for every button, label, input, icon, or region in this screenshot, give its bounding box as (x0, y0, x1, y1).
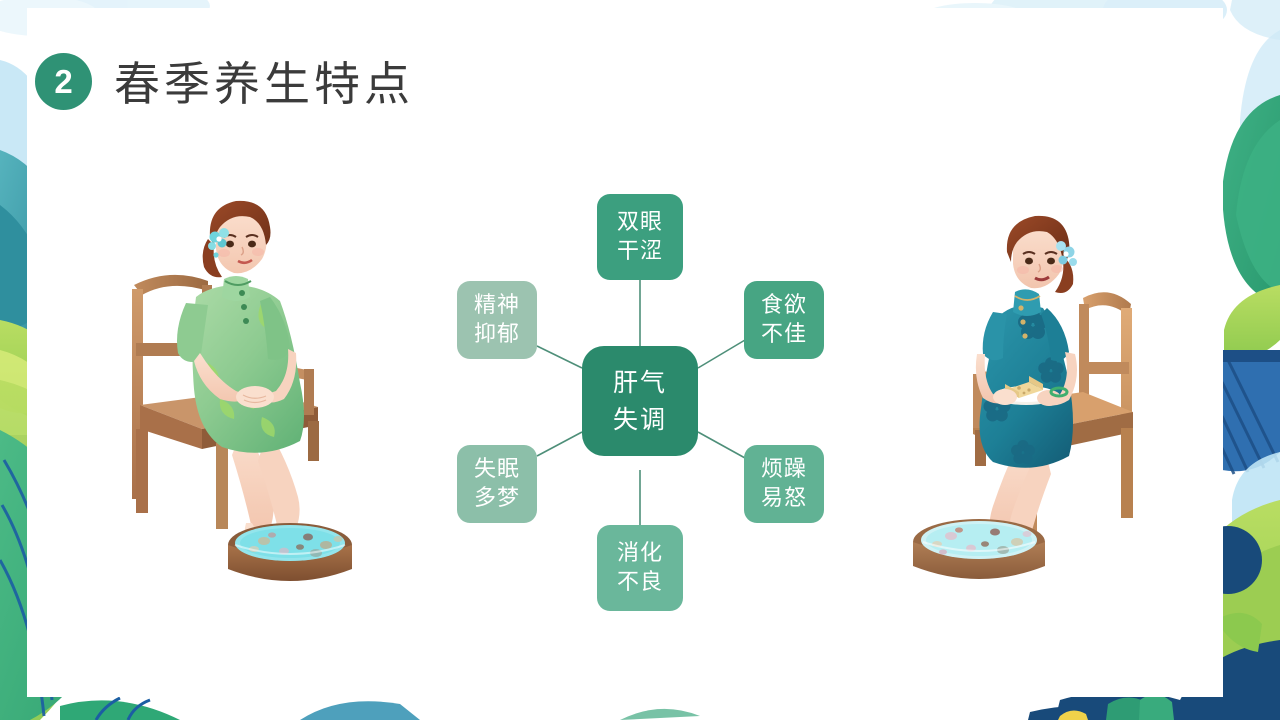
dry-eyes-line-1: 双眼 (616, 209, 663, 235)
depression-line-2: 抑郁 (473, 322, 520, 347)
section-number-badge: 2 (35, 52, 92, 110)
connector-bottom-right (697, 431, 746, 459)
diagram-node-dry-eyes[interactable]: 双眼 干涩 (597, 194, 683, 280)
top-right-leaf (1230, 0, 1280, 40)
poor-appetite-line-2: 不佳 (760, 322, 807, 347)
hair-flower-right (1056, 241, 1077, 266)
hair-flower-left (208, 228, 229, 258)
diagram-node-center[interactable]: 肝气 失调 (582, 346, 698, 456)
diagram-node-poor-appetite[interactable]: 食欲 不佳 (744, 281, 824, 359)
page-title: 春季养生特点 (114, 57, 414, 111)
illustration-woman-blue-qipao (913, 215, 1133, 579)
woman-left (177, 200, 304, 559)
insomnia-line-1: 失眠 (473, 456, 520, 482)
diagram-connectors (536, 280, 746, 526)
indigestion-line-1: 消化 (616, 540, 663, 566)
connector-top-right (697, 339, 746, 369)
connector-bottom-left (536, 431, 583, 457)
diagram-node-indigestion[interactable]: 消化 不良 (597, 525, 683, 611)
liver-qi-mindmap: 肝气 失调 双眼 干涩 食欲 不佳 烦躁 易怒 消化 不良 失眠 多梦 (440, 180, 840, 620)
poor-appetite-line-1: 食欲 (760, 292, 807, 318)
connector-top-left (536, 345, 583, 369)
diagram-node-insomnia[interactable]: 失眠 多梦 (457, 445, 537, 523)
foot-basin-left (228, 523, 352, 581)
foot-basin-right (913, 519, 1045, 579)
diagram-node-depression[interactable]: 精神 抑郁 (457, 281, 537, 359)
center-line-2: 失调 (612, 405, 667, 434)
depression-line-1: 精神 (473, 292, 520, 318)
center-line-1: 肝气 (612, 367, 667, 397)
irritability-line-2: 易怒 (760, 486, 807, 511)
herb-petals (932, 527, 1032, 555)
slide-header: 2 春季养生特点 (35, 48, 414, 114)
diagram-node-irritability[interactable]: 烦躁 易怒 (744, 445, 824, 523)
bottom-edge-leaves (60, 696, 700, 720)
illustration-woman-green-qipao (132, 200, 352, 581)
indigestion-line-2: 不良 (616, 570, 663, 595)
dry-eyes-line-2: 干涩 (616, 239, 663, 264)
woman-right (975, 215, 1077, 570)
insomnia-line-2: 多梦 (473, 486, 520, 511)
irritability-line-1: 烦躁 (760, 456, 807, 482)
